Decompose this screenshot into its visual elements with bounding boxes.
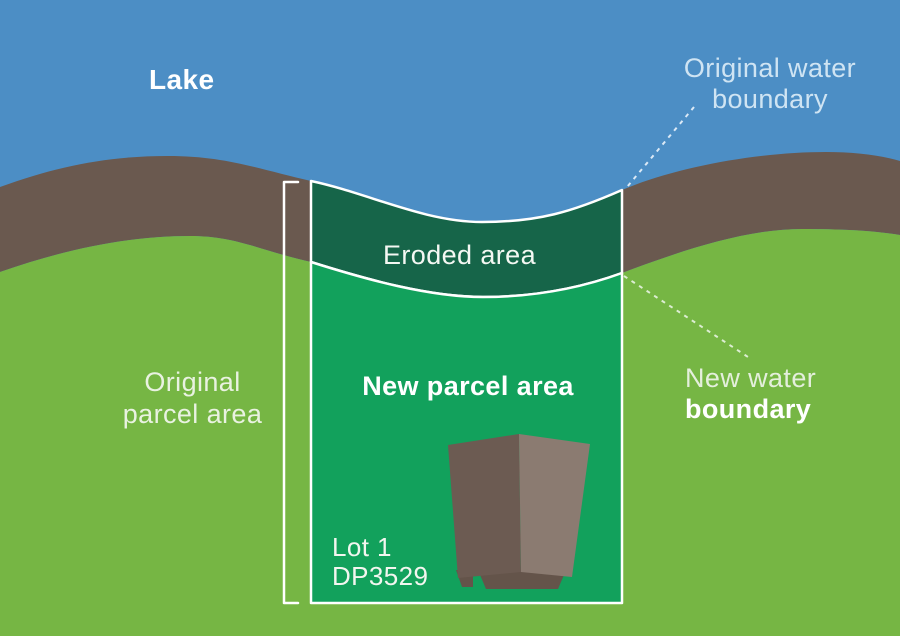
new-boundary-connector-line — [623, 275, 749, 358]
lake-inlet — [311, 120, 622, 222]
lake-label: Lake — [149, 64, 215, 95]
building-base — [478, 570, 566, 589]
original-parcel-area-label: Original parcel area — [95, 366, 290, 430]
original-parcel-bracket — [282, 180, 300, 605]
new-water-boundary-line1: New water — [685, 363, 817, 393]
original-water-boundary-label: Original water boundary — [620, 53, 900, 115]
new-parcel-area-label: New parcel area — [362, 371, 574, 401]
original-parcel-area-line2: parcel area — [122, 399, 263, 429]
lot-number-line: Lot 1 — [332, 532, 392, 562]
deposited-plan-line: DP3529 — [332, 561, 429, 591]
original-parcel-area-line1: Original — [144, 367, 241, 397]
building-front-face — [448, 434, 521, 578]
eroded-area-label: Eroded area — [383, 240, 537, 270]
new-water-boundary-label: New water boundary — [685, 363, 816, 425]
original-water-boundary-line2: boundary — [712, 84, 828, 114]
building-side-face — [519, 434, 590, 577]
lot-identifier-label: Lot 1 DP3529 — [332, 533, 428, 591]
original-water-boundary-line1: Original water — [683, 53, 857, 83]
new-water-boundary-line2: boundary — [685, 394, 812, 424]
